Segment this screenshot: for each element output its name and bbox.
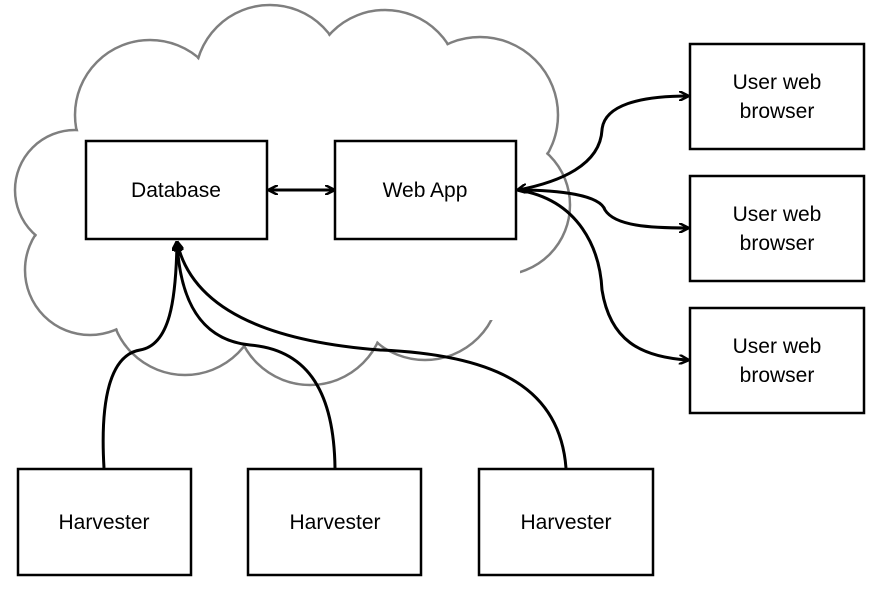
harvester-label: Harvester (58, 511, 149, 534)
database-label: Database (131, 179, 221, 202)
harvester-label: Harvester (520, 511, 611, 534)
database-node: Database (84, 139, 269, 241)
browser-label-line1: User web (733, 335, 822, 358)
harvester-node-2: Harvester (246, 467, 423, 577)
harvester2-database-connector (177, 242, 337, 469)
browser-label-line1: User web (733, 203, 822, 226)
browser-node-2: User web browser (688, 174, 866, 283)
harvester3-database-connector (177, 242, 568, 469)
browser-label-line1: User web (733, 71, 822, 94)
browser-node-3: User web browser (688, 306, 866, 415)
browser-label-line2: browser (740, 232, 815, 255)
browser-label-line2: browser (740, 364, 815, 387)
harvester-label: Harvester (289, 511, 380, 534)
webapp-node: Web App (333, 139, 518, 241)
harvester1-database-connector (101, 242, 177, 469)
connectors (101, 96, 688, 469)
harvester-node-3: Harvester (477, 467, 655, 577)
browser-node-1: User web browser (688, 42, 866, 151)
webapp-label: Web App (383, 179, 468, 202)
browser-label-line2: browser (740, 100, 815, 123)
webapp-browser3-connector (517, 188, 688, 360)
webapp-browser2-connector (517, 188, 688, 228)
webapp-browser1-connector (518, 96, 688, 190)
harvester-node-1: Harvester (16, 467, 193, 577)
